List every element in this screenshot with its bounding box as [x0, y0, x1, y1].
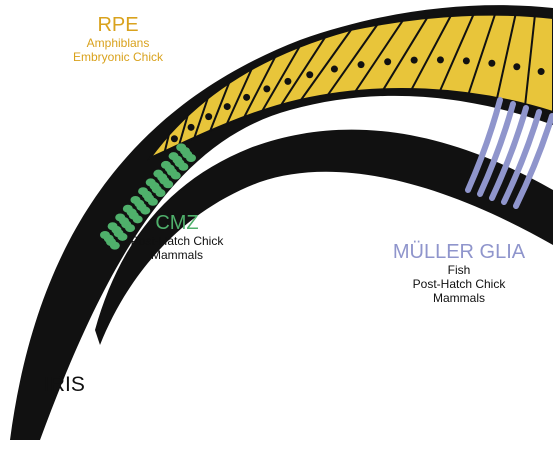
- rpe-nucleus: [330, 65, 338, 73]
- cmz-cell: [180, 147, 190, 155]
- rpe-nucleus: [306, 71, 314, 79]
- rpe-cell-wall: [178, 115, 189, 145]
- cmz-cell: [186, 154, 196, 162]
- cmz-cell: [163, 180, 174, 189]
- cmz-cell: [172, 155, 183, 164]
- rpe-line-2: Embryonic Chick: [72, 49, 164, 64]
- cmz-cell: [178, 162, 189, 171]
- rpe-nucleus: [263, 85, 271, 93]
- rpe-cell-wall: [261, 46, 301, 112]
- rpe-nucleus: [462, 57, 470, 65]
- rpe-nucleus: [513, 63, 521, 71]
- rpe-cell-wall: [439, 14, 475, 91]
- rpe-cell-wall: [382, 17, 428, 90]
- rpe-cell-wall: [209, 82, 231, 131]
- rpe-cell-wall: [524, 16, 536, 105]
- cmz-cell: [119, 217, 130, 226]
- cmz-cell: [149, 182, 160, 191]
- cmz-cell: [140, 206, 151, 215]
- rpe-cell-wall: [327, 24, 379, 96]
- muller-glia-fiber: [465, 97, 503, 193]
- cmz-cell: [126, 208, 137, 217]
- rpe-cell-wall: [243, 56, 276, 118]
- rpe-line-1: Amphiblans: [86, 36, 150, 50]
- muller-glia-fiber: [477, 101, 516, 197]
- cmz-line-1: Post-Hatch Chick: [130, 234, 224, 248]
- rpe-nucleus: [170, 135, 178, 143]
- rpe-label-group: RPE Amphiblans Embryonic Chick: [58, 14, 178, 65]
- cmz-cell: [155, 189, 166, 198]
- rpe-cells: [163, 14, 553, 152]
- muller-line-2: Post-Hatch Chick: [412, 276, 506, 291]
- muller-glia-fiber: [513, 113, 553, 209]
- rpe-nucleus: [187, 123, 195, 131]
- rpe-nucleus: [284, 77, 292, 85]
- cmz-title: CMZ: [155, 212, 199, 234]
- rpe-cell-wall: [163, 134, 170, 152]
- rpe-nucleus: [436, 56, 444, 64]
- rpe-cell-wall: [280, 36, 326, 106]
- muller-glia-fibers: [465, 97, 553, 209]
- rpe-cell-wall: [354, 20, 404, 92]
- muller-label-group: MÜLLER GLIA Fish Post-Hatch Chick Mammal…: [378, 241, 540, 305]
- rpe-nucleus: [357, 61, 365, 69]
- rpe-cell-wall: [467, 14, 496, 94]
- cmz-cell: [111, 225, 122, 234]
- rpe-cell-wall: [193, 97, 209, 138]
- muller-glia-fiber: [489, 105, 529, 201]
- cmz-cell: [132, 215, 143, 224]
- rpe-cell-wall: [300, 29, 352, 101]
- cmz-cell: [147, 197, 158, 206]
- iris-label: IRIS: [44, 373, 85, 396]
- rpe-nucleus: [384, 58, 392, 66]
- muller-line-1: Fish: [447, 263, 471, 277]
- cmz-cell: [141, 190, 152, 199]
- muller-line-3: Mammals: [432, 290, 485, 305]
- cmz-cell: [103, 234, 114, 243]
- rpe-nucleus: [243, 93, 251, 101]
- cmz-cell: [170, 171, 181, 180]
- rpe-nucleus: [410, 56, 418, 64]
- rpe-title: RPE: [97, 14, 139, 36]
- rpe-cell-wall: [410, 15, 452, 90]
- rpe-nucleus: [537, 68, 545, 76]
- cmz-cell: [117, 232, 128, 241]
- rpe-nucleus: [223, 103, 231, 111]
- cmz-cell: [125, 224, 136, 233]
- muller-title: MÜLLER GLIA: [392, 241, 526, 263]
- inner-retina-band: [95, 129, 553, 345]
- cmz-label-group: CMZ Post-Hatch Chick Mammals: [118, 212, 236, 263]
- muller-glia-fiber: [501, 109, 542, 205]
- rpe-cell-wall: [496, 14, 517, 99]
- cmz-line-2: Mammals: [150, 247, 203, 262]
- cmz-cell: [157, 173, 168, 182]
- rpe-nucleus: [205, 113, 213, 121]
- rpe-cell-wall: [226, 68, 253, 125]
- cmz-cells: [100, 143, 196, 250]
- cmz-cell: [134, 199, 145, 208]
- rpe-nucleus: [488, 59, 496, 67]
- cmz-cell: [164, 164, 175, 173]
- cmz-cell: [109, 241, 120, 250]
